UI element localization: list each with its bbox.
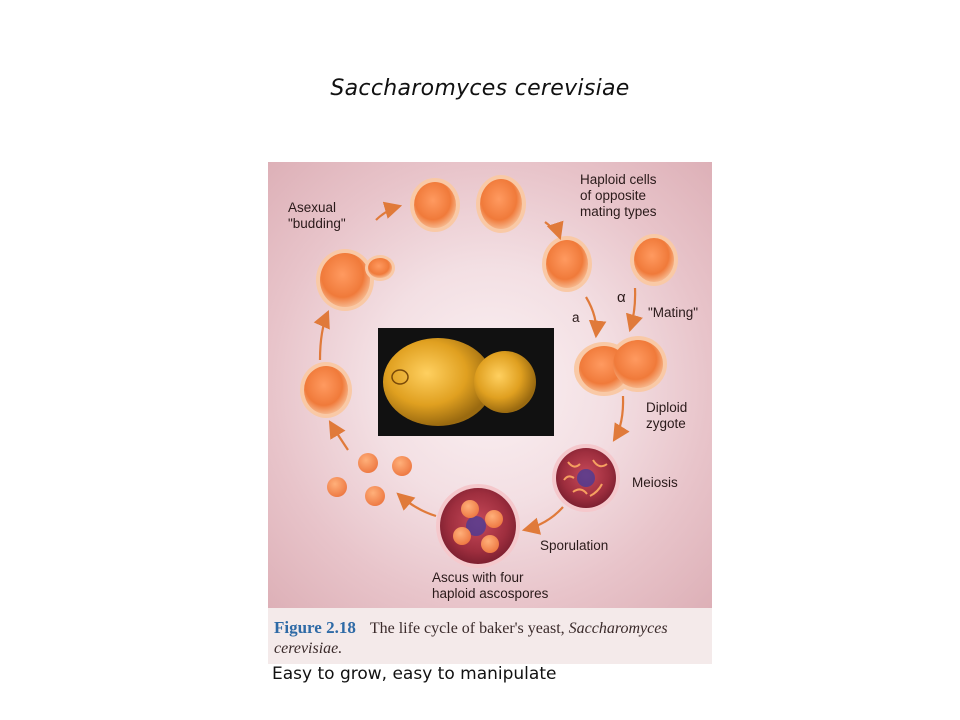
slide-subtitle: Easy to grow, easy to manipulate <box>272 664 557 684</box>
label-sporulation: Sporulation <box>540 538 609 553</box>
label-a: a <box>572 310 580 325</box>
diploid-zygote-cell <box>574 336 667 396</box>
meiosis-cell <box>552 444 620 512</box>
haploid-cell-alpha <box>630 234 678 286</box>
caption-species: Saccharomyces cerevisiae. <box>274 620 668 657</box>
released-spores <box>327 453 412 506</box>
slide-title: Saccharomyces cerevisiae <box>330 76 630 101</box>
ascus-cell <box>436 484 520 568</box>
haploid-cell-2 <box>476 175 526 233</box>
life-cycle-figure: Asexual "budding" Haploid cells of oppos… <box>268 162 712 608</box>
label-mating: "Mating" <box>648 305 699 320</box>
label-diploid-zygote: Diploid zygote <box>646 400 688 431</box>
cycle-arrows <box>313 201 643 535</box>
figure-number: Figure 2.18 <box>274 618 356 637</box>
figure-caption: Figure 2.18 The life cycle of baker's yea… <box>274 618 714 659</box>
haploid-cell-a <box>542 236 592 292</box>
label-alpha: α <box>617 289 626 306</box>
label-asexual-budding: Asexual "budding" <box>288 200 346 231</box>
haploid-cell-left <box>300 362 352 418</box>
life-cycle-diagram <box>300 175 678 568</box>
budding-cell <box>316 249 395 311</box>
caption-strip <box>268 608 712 664</box>
label-haploid-cells: Haploid cells of opposite mating types <box>580 172 657 219</box>
caption-text: The life cycle of baker's yeast, <box>369 620 565 637</box>
label-meiosis: Meiosis <box>632 475 678 490</box>
label-ascus: Ascus with four haploid ascospores <box>432 570 549 601</box>
yeast-micrograph <box>378 328 554 436</box>
haploid-cell-1 <box>410 178 460 232</box>
